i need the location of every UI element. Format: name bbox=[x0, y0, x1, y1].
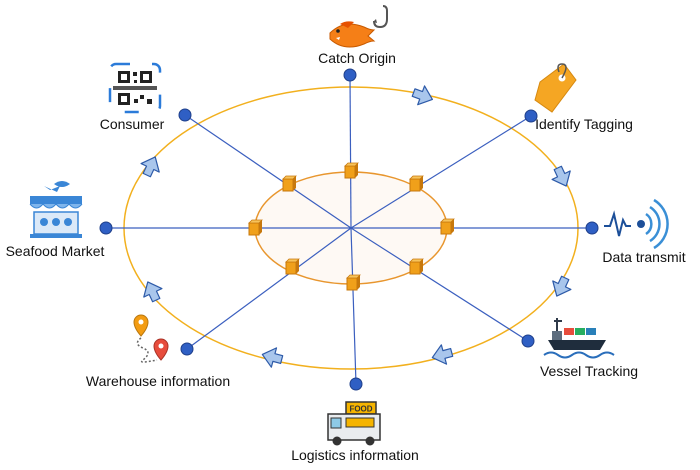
spoke-logistics-information bbox=[350, 227, 357, 385]
node-labels: Catch Origin Identify Tagging Data trans… bbox=[6, 50, 686, 463]
spoke-consumer bbox=[184, 114, 352, 229]
block-seafood-market bbox=[248, 219, 263, 236]
node-identify-tagging bbox=[524, 109, 538, 123]
node-consumer bbox=[178, 108, 192, 122]
label-seafood-market: Seafood Market bbox=[6, 243, 105, 259]
outer-nodes bbox=[99, 68, 599, 391]
signal-icon bbox=[604, 198, 669, 250]
food-truck-icon: FOOD bbox=[327, 401, 381, 446]
block-logistics-information bbox=[346, 274, 361, 291]
label-warehouse-information: Warehouse information bbox=[86, 373, 230, 389]
flow-arrow bbox=[552, 275, 572, 297]
node-logistics-information bbox=[349, 377, 363, 391]
flow-arrow bbox=[411, 85, 433, 106]
flow-arrow bbox=[140, 156, 160, 178]
spokes-inner bbox=[106, 74, 592, 385]
label-data-transmit: Data transmit bbox=[602, 249, 685, 265]
label-identify-tagging: Identify Tagging bbox=[535, 116, 633, 132]
block-data-transmit bbox=[440, 218, 455, 235]
flow-arrow bbox=[551, 165, 571, 187]
node-catch-origin bbox=[343, 68, 357, 82]
flow-arrow bbox=[143, 281, 163, 303]
flow-arrow bbox=[431, 344, 454, 365]
flow-arrow bbox=[261, 347, 284, 368]
block-catch-origin bbox=[344, 162, 359, 179]
market-stall-icon bbox=[29, 181, 83, 238]
node-warehouse-information bbox=[180, 342, 194, 356]
node-vessel-tracking bbox=[521, 334, 535, 348]
qr-code-icon bbox=[108, 62, 162, 114]
fish-hook-icon bbox=[329, 5, 388, 48]
truck-sign: FOOD bbox=[349, 405, 372, 414]
spoke-catch-origin bbox=[349, 74, 352, 229]
node-data-transmit bbox=[585, 221, 599, 235]
spoke-identify-tagging bbox=[350, 115, 532, 229]
block-vessel-tracking bbox=[409, 258, 424, 275]
map-route-icon bbox=[133, 314, 169, 363]
block-warehouse-information bbox=[285, 258, 300, 275]
label-logistics-information: Logistics information bbox=[291, 447, 419, 463]
label-consumer: Consumer bbox=[100, 116, 165, 132]
blockchain-blocks bbox=[248, 162, 455, 291]
spoke-warehouse-information bbox=[186, 227, 352, 350]
block-consumer bbox=[282, 175, 297, 192]
ship-icon bbox=[543, 318, 615, 359]
label-catch-origin: Catch Origin bbox=[318, 50, 396, 66]
tag-icon bbox=[534, 63, 577, 113]
spoke-vessel-tracking bbox=[350, 227, 529, 342]
flow-arrows bbox=[140, 85, 572, 368]
label-vessel-tracking: Vessel Tracking bbox=[540, 363, 638, 379]
block-identify-tagging bbox=[409, 175, 424, 192]
node-seafood-market bbox=[99, 221, 113, 235]
